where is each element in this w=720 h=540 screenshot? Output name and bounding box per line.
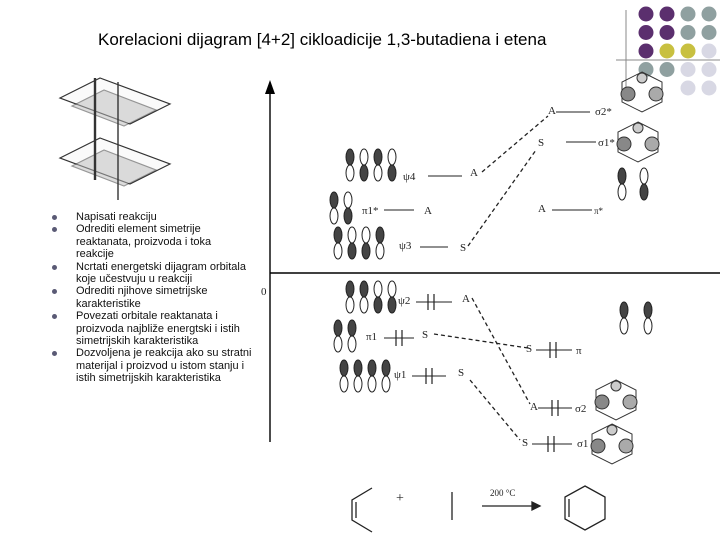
orbital-icon-pi1	[334, 320, 356, 352]
product-orbital-icon-pi	[620, 302, 652, 334]
symmetry-label: A	[538, 203, 546, 215]
orbital-label-psi3: ψ3	[399, 240, 412, 252]
symmetry-label: A	[424, 205, 432, 217]
orbital-label-pi1: π1	[366, 331, 377, 343]
orbital-label-pi: π	[576, 345, 582, 357]
orbital-icon-psi2	[346, 281, 396, 313]
product-orbital-icon-sigma2	[595, 380, 637, 420]
orbital-label-sigma2-star: σ2*	[595, 106, 612, 118]
correlation-lines	[434, 116, 548, 440]
symmetry-plane-sketch	[60, 78, 170, 200]
orbital-icon-psi4	[346, 149, 396, 181]
product-orbital-icon-sigma2-star	[621, 72, 663, 112]
orbital-label-pi1-star: π1*	[362, 205, 379, 217]
symmetry-label: S	[458, 367, 464, 379]
orbital-icon-psi1	[340, 360, 390, 392]
plus-sign: +	[396, 491, 404, 506]
symmetry-label: A	[470, 167, 478, 179]
orbital-icon-psi3	[334, 227, 384, 259]
orbital-icon-pi1-star	[330, 192, 352, 224]
reaction-condition: 200 °C	[490, 488, 515, 498]
orbital-label-psi1: ψ1	[394, 369, 406, 381]
electron-pairs-right	[548, 342, 558, 452]
product-orbital-icon-sigma1	[591, 424, 633, 464]
product-orbital-icon-sigma1-star	[617, 122, 659, 162]
symmetry-label: S	[460, 242, 466, 254]
zero-energy-label: 0	[261, 286, 267, 298]
symmetry-label: A	[548, 105, 556, 117]
butadiene-structure	[352, 488, 372, 532]
cyclohexene-structure	[565, 486, 605, 530]
symmetry-label: S	[522, 437, 528, 449]
reaction-scheme	[352, 486, 605, 532]
product-orbital-icon-pi-star	[618, 168, 648, 200]
orbital-label-sigma1: σ1	[577, 438, 588, 450]
symmetry-label: S	[538, 137, 544, 149]
energy-axis	[265, 80, 275, 442]
symmetry-label: S	[422, 329, 428, 341]
symmetry-label: S	[526, 343, 532, 355]
symmetry-label: A	[530, 401, 538, 413]
orbital-label-sigma2: σ2	[575, 403, 586, 415]
orbital-label-pi-star: π*	[594, 206, 604, 216]
orbital-label-psi2: ψ2	[398, 295, 410, 307]
orbital-label-sigma1-star: σ1*	[598, 137, 615, 149]
orbital-label-psi4: ψ4	[403, 171, 416, 183]
symmetry-label: A	[462, 293, 470, 305]
